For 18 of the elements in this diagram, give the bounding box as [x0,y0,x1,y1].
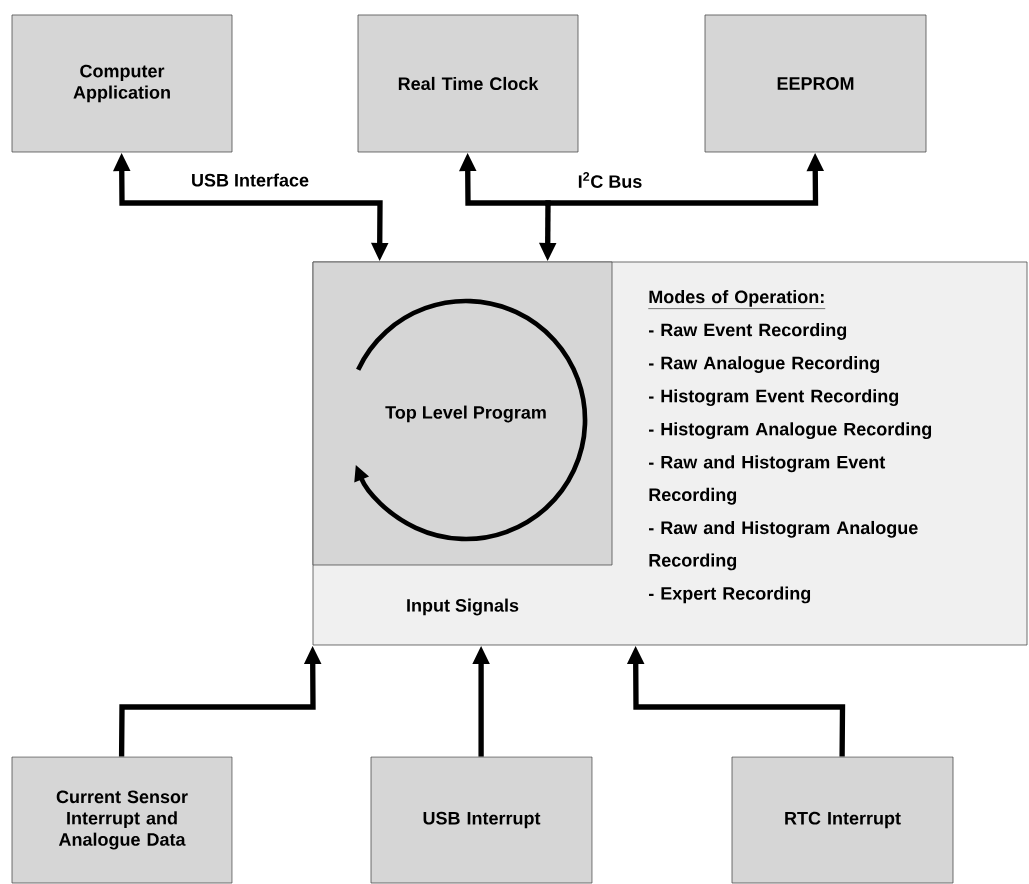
list-item: - Raw Event Recording [649,323,847,340]
edge-label: I$^{2}$C Bus [575,169,645,191]
list-item: - Raw and Histogram Analogue Recording [649,520,918,571]
list-item: - Histogram Analogue Recording [649,422,932,440]
list-item: - Raw Analogue Recording [649,356,880,373]
program-label: Top Level Program [382,402,550,426]
block-box: EEPROM [704,14,927,153]
list-item: - Raw and Histogram Event Recording [649,455,886,505]
list-heading: Modes of Operation: [648,290,826,309]
block-box: USB Interrupt [370,756,593,884]
block-box: RTC Interrupt [731,756,954,884]
list-item: - Histogram Event Recording [649,389,899,407]
block-box: Computer Application [11,14,233,153]
edge-label: USB Interface [188,170,312,190]
block-box: Current Sensor Interrupt and Analogue Data [11,756,233,884]
caption-text: Input Signals [407,598,519,616]
list-item: - Expert Recording [649,586,811,604]
block-box: Real Time Clock [357,14,579,153]
